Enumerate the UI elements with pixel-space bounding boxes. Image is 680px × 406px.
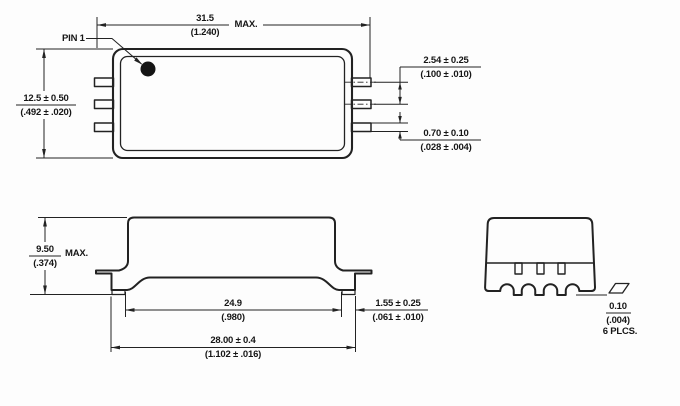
end-view-pin-1	[514, 262, 523, 275]
dim-inch-value: (.061 ± .010)	[372, 312, 424, 323]
foot-pad-right	[341, 289, 356, 296]
dim-side-height: 9.50 (.374)	[33, 244, 57, 269]
pin-right-3	[350, 122, 372, 133]
dim-top-height: 12.5 ± 0.50 (.492 ± .020)	[20, 93, 71, 118]
dim-pin-thickness: 0.70 ± 0.10 (.028 ± .004)	[420, 128, 471, 153]
dim-top-width-qualifier: MAX.	[234, 19, 258, 30]
pin1-label: PIN 1	[62, 33, 85, 44]
dim-inch-value: (.492 ± .020)	[20, 107, 72, 118]
dim-inch-value: (.004)	[606, 315, 630, 326]
top-view-dimension-lines	[16, 17, 481, 159]
dim-metric-value: 31.5	[196, 13, 214, 24]
end-view	[484, 217, 631, 314]
flatness-symbol-icon	[608, 282, 630, 294]
side-view-arrowheads	[43, 217, 365, 350]
dim-inch-value: (.100 ± .010)	[420, 69, 472, 80]
dim-metric-value: 1.55 ± 0.25	[375, 298, 421, 309]
dim-inch-value: (.028 ± .004)	[420, 142, 472, 153]
dim-metric-value: 0.10	[609, 301, 627, 312]
side-view-dimension-lines	[29, 217, 428, 352]
end-view-body-outline	[484, 217, 597, 296]
end-view-pin-2	[536, 262, 545, 275]
dim-metric-value: 0.70 ± 0.10	[423, 128, 469, 139]
top-view-arrowheads	[42, 23, 402, 158]
pin-left-1	[93, 77, 115, 88]
top-view-body-outer	[111, 47, 354, 160]
dim-side-inner-width: 24.9 (.980)	[221, 298, 245, 323]
pin-left-2	[93, 99, 115, 110]
top-view	[16, 17, 481, 160]
dim-top-overall-width: 31.5 (1.240)	[191, 13, 220, 38]
dim-metric-value: 2.54 ± 0.25	[423, 55, 469, 66]
dim-inch-value: (.980)	[221, 312, 245, 323]
end-view-pin-3	[557, 262, 566, 275]
dim-inch-value: (.374)	[33, 258, 57, 269]
pin-centerlines	[345, 81, 378, 105]
dim-metric-value: 24.9	[224, 298, 242, 309]
dim-side-height-qualifier: MAX.	[65, 248, 88, 259]
dim-inch-value: (1.102 ± .016)	[204, 349, 262, 360]
foot-pad-left	[111, 289, 126, 296]
dim-flatness-qualifier: 6 PLCS.	[602, 326, 638, 337]
dim-pin-pitch: 2.54 ± 0.25 (.100 ± .010)	[420, 55, 471, 80]
dim-side-standoff: 1.55 ± 0.25 (.061 ± .010)	[372, 298, 423, 323]
pin-left-3	[93, 122, 115, 133]
pin1-dot	[140, 61, 156, 77]
top-view-body-inner	[119, 55, 346, 152]
dim-metric-value: 9.50	[36, 244, 54, 255]
side-view-body-outline	[95, 216, 373, 291]
end-view-dimension-lines	[576, 294, 631, 314]
dim-metric-value: 28.00 ± 0.4	[210, 335, 256, 346]
side-view	[29, 216, 428, 352]
dim-inch-value: (1.240)	[190, 27, 220, 38]
dim-metric-value: 12.5 ± 0.50	[23, 93, 69, 104]
dim-side-overall-width: 28.00 ± 0.4 (1.102 ± .016)	[205, 335, 261, 360]
dim-flatness: 0.10 (.004)	[606, 301, 630, 326]
